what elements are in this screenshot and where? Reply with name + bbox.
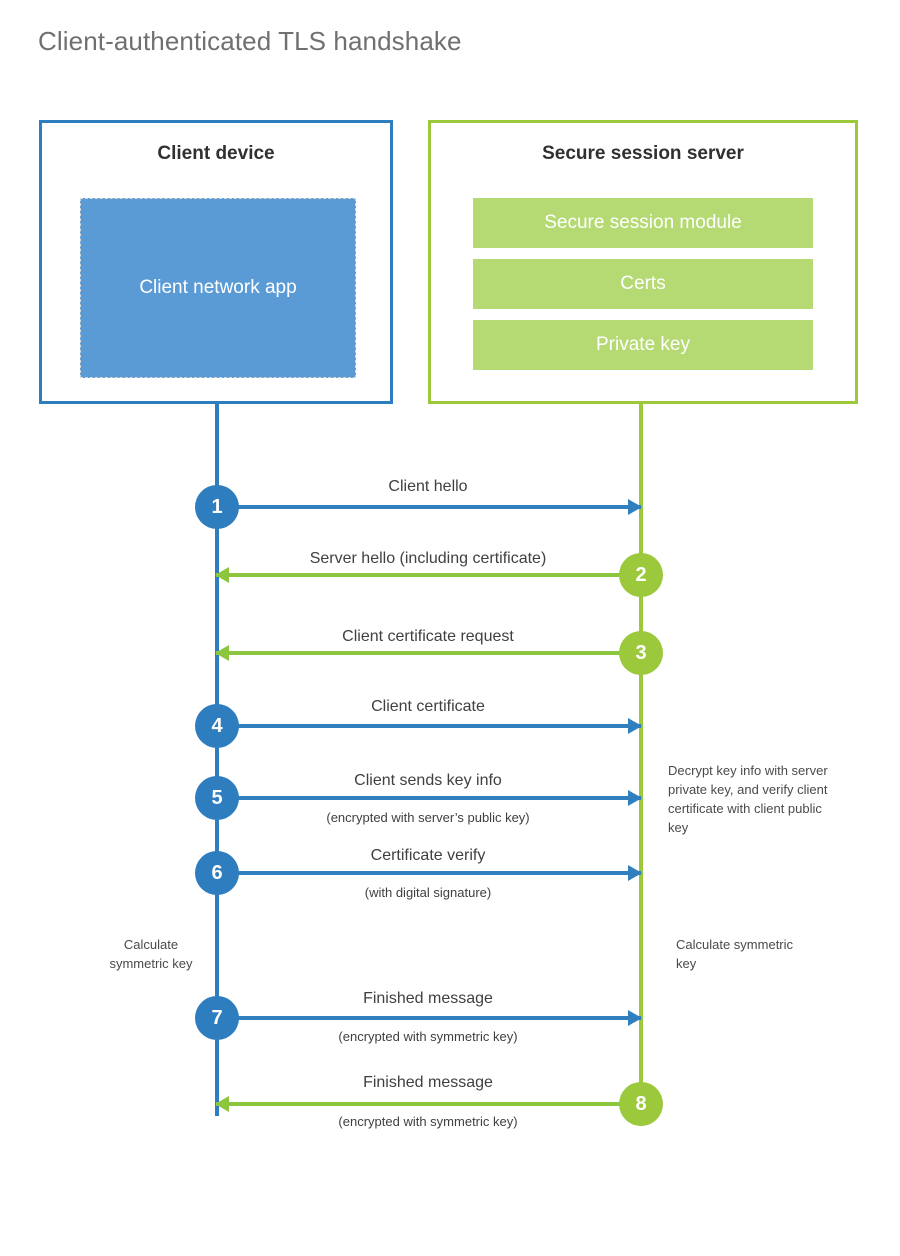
- step-5-arrow-shaft: [217, 796, 641, 800]
- step-badge-4[interactable]: 4: [195, 704, 239, 748]
- server-component-certs: Certs: [473, 259, 813, 309]
- step-6-label: Certificate verify: [370, 847, 486, 864]
- client-calculate-note: Calculate symmetric key: [109, 937, 193, 971]
- step-5-sublabel: (encrypted with server’s public key): [326, 810, 530, 825]
- step-6-sublabel: (with digital signature): [364, 885, 492, 900]
- step-7-sublabel: (encrypted with symmetric key): [338, 1029, 518, 1044]
- step-badge-5[interactable]: 5: [195, 776, 239, 820]
- step-3-label: Client certificate request: [342, 628, 514, 645]
- step-2-arrow: [215, 567, 640, 583]
- step-2-arrowhead-icon: [215, 567, 229, 583]
- step-6-arrowhead-icon: [628, 865, 642, 881]
- step-4-arrow-shaft: [217, 724, 641, 728]
- step-1-arrow-shaft: [217, 505, 641, 509]
- step-8-arrow: [215, 1096, 640, 1112]
- client-network-app-box: Client network app: [80, 198, 356, 378]
- step-7-arrowhead-icon: [628, 1010, 642, 1026]
- step-badge-8[interactable]: 8: [619, 1082, 663, 1126]
- step-8-arrowhead-icon: [215, 1096, 229, 1112]
- step-3-arrow-shaft: [216, 651, 640, 655]
- step-badge-2[interactable]: 2: [619, 553, 663, 597]
- server-component-private-key: Private key: [473, 320, 813, 370]
- step-badge-1[interactable]: 1: [195, 485, 239, 529]
- client-device-box: Client device Client network app: [39, 120, 393, 404]
- step-4-label: Client certificate: [371, 698, 485, 715]
- step-7-arrow: [217, 1010, 642, 1026]
- secure-session-server-title: Secure session server: [542, 143, 744, 164]
- step-8-sublabel: (encrypted with symmetric key): [338, 1114, 518, 1129]
- step-5-arrow: [217, 790, 642, 806]
- step-2-arrow-shaft: [216, 573, 640, 577]
- step-6-arrow-shaft: [217, 871, 641, 875]
- step-4-arrow: [217, 718, 642, 734]
- step-6-arrow: [217, 865, 642, 881]
- server-component-secure-session-module: Secure session module: [473, 198, 813, 248]
- step-badge-6[interactable]: 6: [195, 851, 239, 895]
- step-1-arrowhead-icon: [628, 499, 642, 515]
- server-lifeline: [639, 404, 643, 1110]
- step-3-arrowhead-icon: [215, 645, 229, 661]
- step-2-label: Server hello (including certificate): [309, 550, 547, 567]
- page-title: Client-authenticated TLS handshake: [38, 26, 462, 56]
- server-calculate-note: Calculate symmetric key: [676, 937, 794, 971]
- client-lifeline: [215, 404, 219, 1116]
- step-badge-3[interactable]: 3: [619, 631, 663, 675]
- step-5-arrowhead-icon: [628, 790, 642, 806]
- step-7-arrow-shaft: [217, 1016, 641, 1020]
- step-7-label: Finished message: [363, 990, 493, 1007]
- step-4-arrowhead-icon: [628, 718, 642, 734]
- server-decrypt-note: Decrypt key info with server private key…: [668, 763, 828, 835]
- server-components-list: Secure session module Certs Private key: [473, 198, 813, 381]
- step-5-label: Client sends key info: [354, 772, 502, 789]
- step-1-label: Client hello: [388, 478, 468, 495]
- step-8-arrow-shaft: [216, 1102, 640, 1106]
- step-badge-7[interactable]: 7: [195, 996, 239, 1040]
- secure-session-server-box: Secure session server Secure session mod…: [428, 120, 858, 404]
- client-device-title: Client device: [157, 143, 275, 164]
- step-1-arrow: [217, 499, 642, 515]
- step-8-label: Finished message: [363, 1074, 493, 1091]
- step-3-arrow: [215, 645, 640, 661]
